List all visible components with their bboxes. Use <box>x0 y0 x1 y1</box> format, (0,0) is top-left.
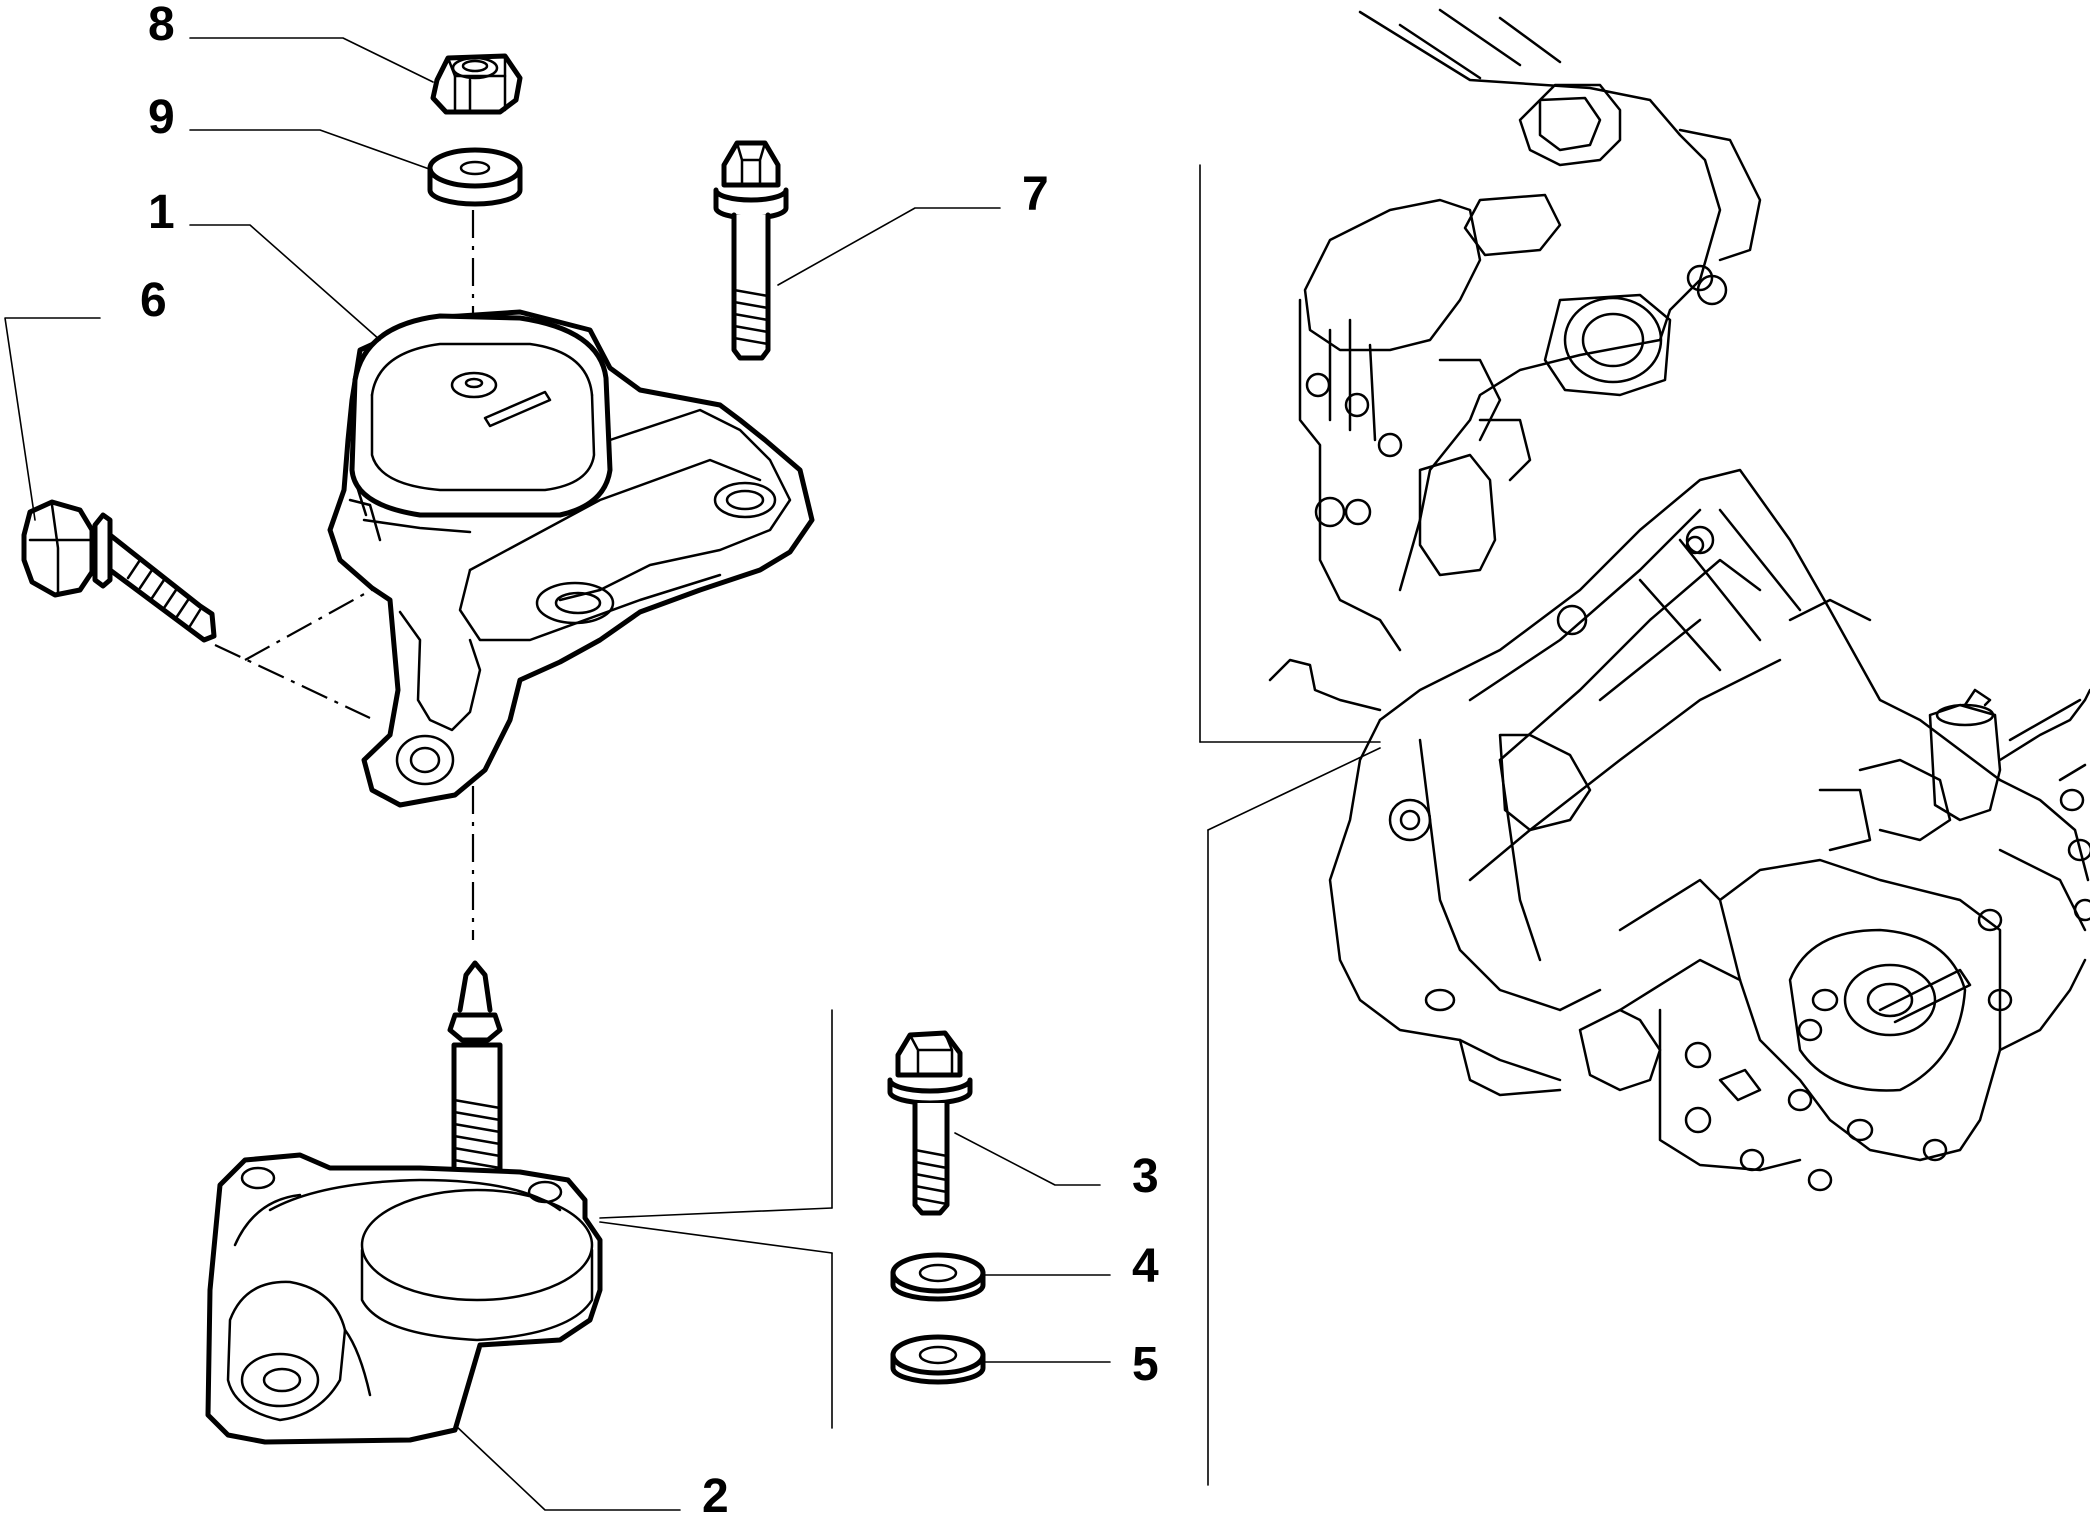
part-label-2: 2 <box>702 1470 729 1513</box>
part-4-washer[interactable] <box>890 1252 986 1302</box>
part-1-engine-mount[interactable] <box>327 309 815 808</box>
part-8-nut[interactable] <box>430 53 523 115</box>
part-5-washer[interactable] <box>890 1334 986 1385</box>
part-label-1: 1 <box>148 186 175 239</box>
part-2-mount-base[interactable] <box>205 960 603 1445</box>
part-label-8: 8 <box>148 0 175 51</box>
part-7-bolt[interactable] <box>713 140 789 361</box>
part-label-4: 4 <box>1132 1240 1159 1293</box>
group-bracket-lines <box>599 1009 833 1429</box>
part-3-bolt[interactable] <box>887 1030 973 1216</box>
part-labels: 8 9 1 6 7 3 4 5 2 <box>140 0 1159 1513</box>
part-label-3: 3 <box>1132 1150 1159 1203</box>
part-label-7: 7 <box>1022 168 1049 221</box>
part-6-axis-line-upper <box>244 587 376 661</box>
part-label-9: 9 <box>148 91 175 144</box>
assembly-leader-lines <box>1199 164 1381 1486</box>
part-6-bolt[interactable] <box>21 499 217 643</box>
part-leader-lines <box>4 37 1111 1511</box>
part-9-washer[interactable] <box>427 147 523 207</box>
part-label-6: 6 <box>140 274 167 327</box>
part-6-axis-line <box>214 644 371 719</box>
engine-gearbox-assembly <box>1268 8 2090 1192</box>
part-label-5: 5 <box>1132 1338 1159 1391</box>
